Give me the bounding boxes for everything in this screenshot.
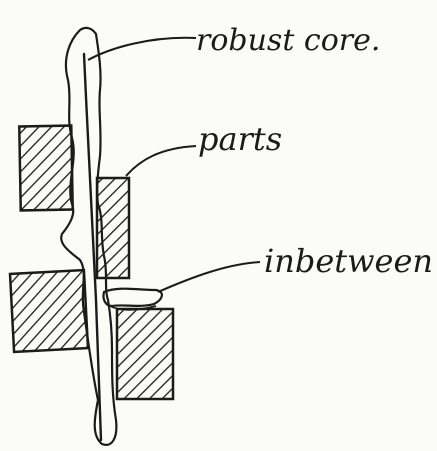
- label-robust-core: robust core.: [196, 23, 380, 58]
- part-block-upper-left: [19, 126, 72, 211]
- inbetween-shape: [103, 289, 161, 306]
- part-block-lower-right: [117, 309, 173, 399]
- leader-line-parts: [126, 146, 196, 176]
- leader-line-between: [158, 262, 260, 292]
- part-block-lower-left: [10, 270, 88, 352]
- label-parts: parts: [198, 120, 282, 158]
- label-inbetween: inbetween: [264, 242, 433, 280]
- leader-line-core: [88, 38, 196, 60]
